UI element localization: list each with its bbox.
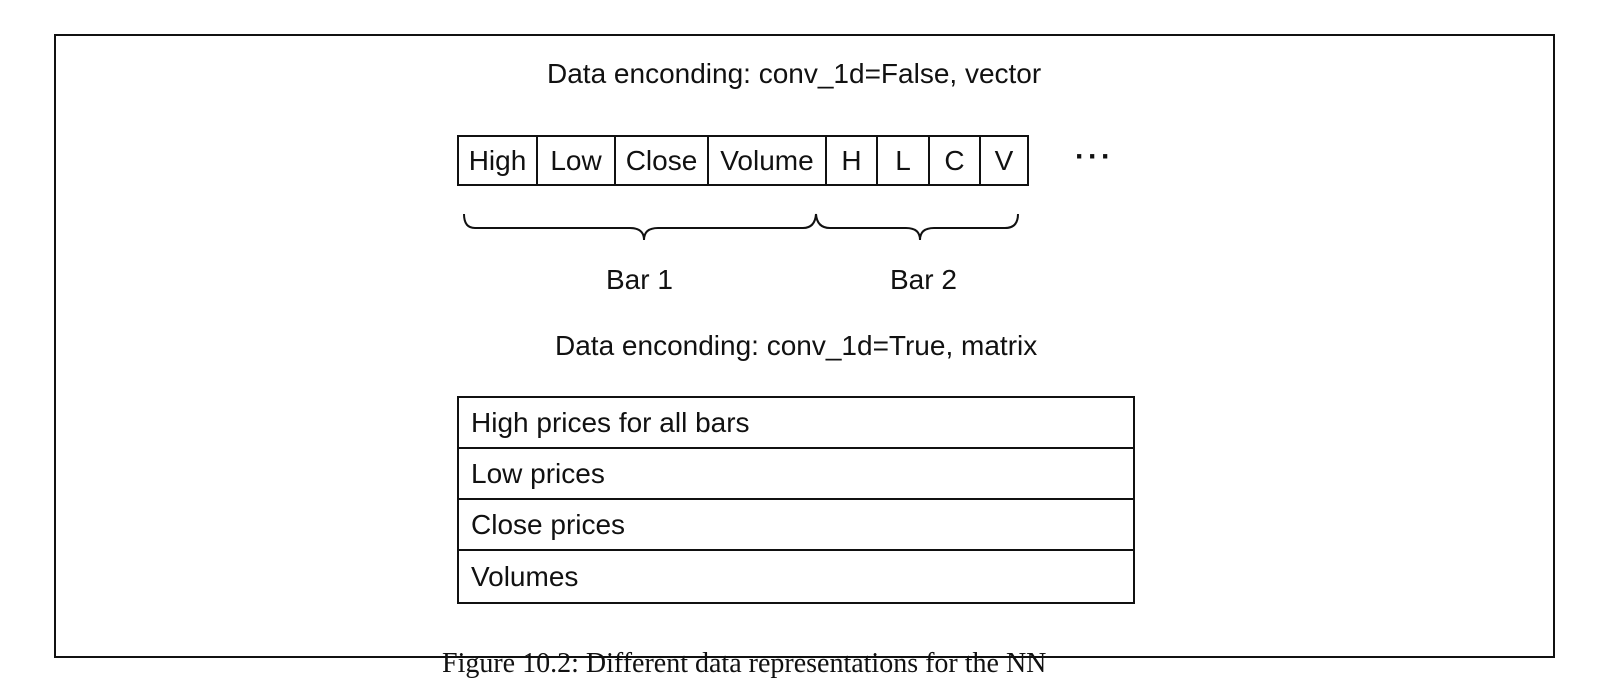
matrix-table: High prices for all bars Low prices Clos… [457, 396, 1135, 604]
bar-2-brace [815, 213, 1019, 241]
cell-low: Low [538, 137, 616, 184]
bar-1-label: Bar 1 [606, 264, 673, 295]
cell-high: High [459, 137, 538, 184]
cell-volume: Volume [709, 137, 827, 184]
cell-h: H [827, 137, 878, 184]
figure-frame [54, 34, 1555, 658]
vector-heading-text: Data enconding: conv_1d=False, vector [547, 58, 1042, 89]
matrix-encoding-heading: Data enconding: conv_1d=True, matrix [555, 330, 1038, 361]
matrix-row-low: Low prices [459, 449, 1133, 500]
vector-cells: High Low Close Volume H L C V [457, 135, 1029, 186]
cell-v: V [994, 144, 1014, 176]
bar-1-brace [463, 213, 817, 241]
bar-braces [463, 213, 1019, 241]
matrix-row-volumes: Volumes [471, 560, 579, 592]
figure-caption: Figure 10.2: Different data representati… [442, 648, 1047, 679]
cell-c: C [930, 137, 981, 184]
matrix-row-high: High prices for all bars [459, 398, 1133, 449]
bar-2-label: Bar 2 [890, 264, 957, 295]
ellipsis: ··· [1075, 140, 1114, 173]
cell-l: L [878, 137, 930, 184]
matrix-row-close: Close prices [459, 500, 1133, 551]
cell-close: Close [616, 137, 709, 184]
